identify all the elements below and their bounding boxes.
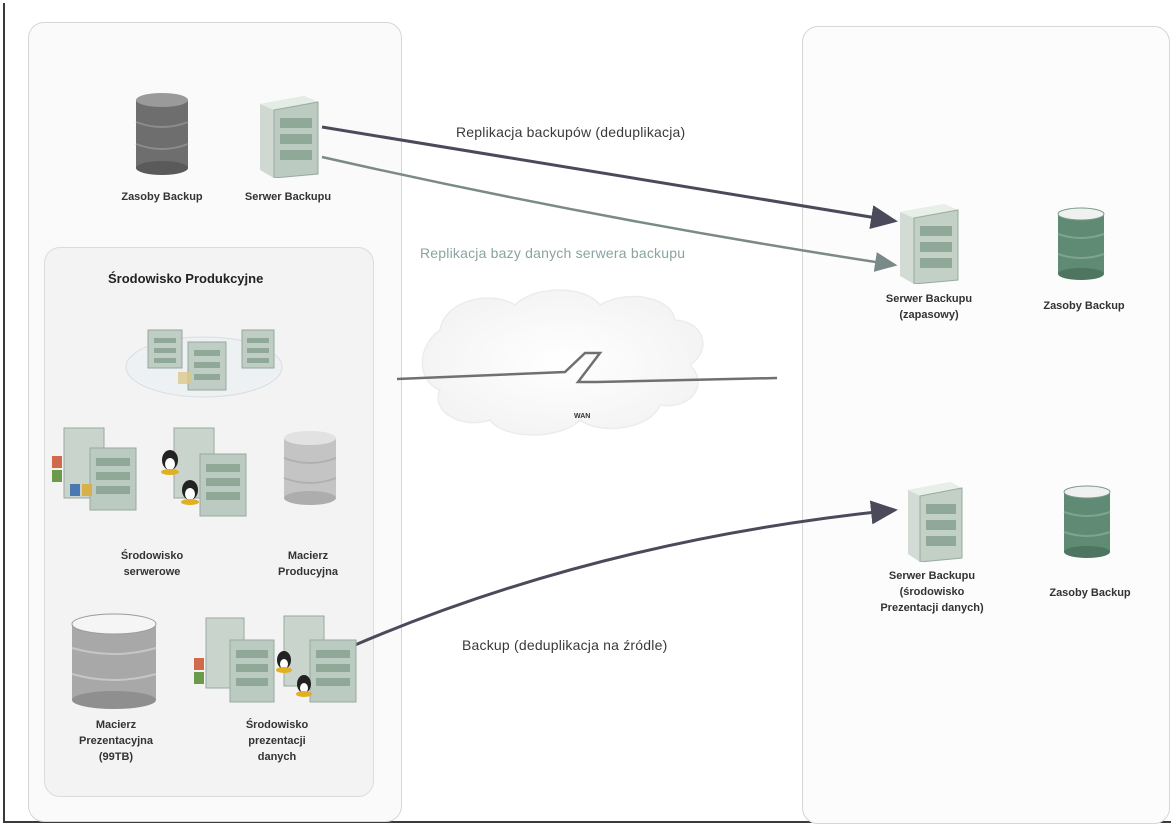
- backup-server-presentation-icon: [908, 482, 963, 562]
- presentation-environment-icon: [194, 615, 357, 703]
- backup-storage-bottom-database-icon: [1063, 485, 1111, 558]
- replication-backups-arrow: [321, 125, 898, 229]
- backup-storage-database-icon: [135, 93, 189, 175]
- replication-db-label: Replikacja bazy danych serwera backupu: [420, 245, 686, 261]
- backup-source-arrow: [354, 500, 898, 647]
- wan-cloud: [421, 289, 704, 436]
- presentation-array-label: Macierz Prezentacyjna (99TB): [79, 719, 153, 763]
- virtual-servers-cluster-icon: [125, 329, 283, 398]
- production-environment-title: Środowisko Produkcyjne: [108, 271, 264, 286]
- replication-backups-label: Replikacja backupów (deduplikacja): [456, 124, 686, 140]
- remote-site-zone: [802, 26, 1170, 824]
- diagram-frame: [3, 3, 1171, 823]
- server-environment-label: Środowisko serwerowe: [120, 550, 184, 578]
- replication-db-arrow: [321, 155, 898, 272]
- production-array-database-icon: [283, 431, 337, 505]
- production-array-label: Macierz Producyjna: [278, 550, 338, 578]
- backup-storage-label: Zasoby Backup: [121, 191, 203, 203]
- backup-server-standby-label: Serwer Backupu (zapasowy): [885, 293, 973, 321]
- server-environment-icon: [52, 427, 247, 517]
- backup-server-presentation-label: Serwer Backupu (środowisko Prezentacji d…: [880, 570, 984, 614]
- wan-label: WAN: [574, 413, 591, 420]
- backup-storage-bottom-label: Zasoby Backup: [1049, 587, 1131, 599]
- backup-server-standby-icon: [900, 204, 959, 284]
- presentation-array-database-icon: [71, 613, 157, 709]
- backup-server-label: Serwer Backupu: [244, 191, 332, 203]
- backup-storage-top-database-icon: [1057, 207, 1105, 280]
- wan-link-line: [396, 351, 778, 384]
- backup-source-label: Backup (deduplikacja na źródle): [462, 637, 668, 653]
- backup-storage-top-label: Zasoby Backup: [1043, 300, 1125, 312]
- backup-server-icon: [260, 96, 319, 178]
- presentation-environment-label: Środowisko prezentacji danych: [245, 719, 309, 763]
